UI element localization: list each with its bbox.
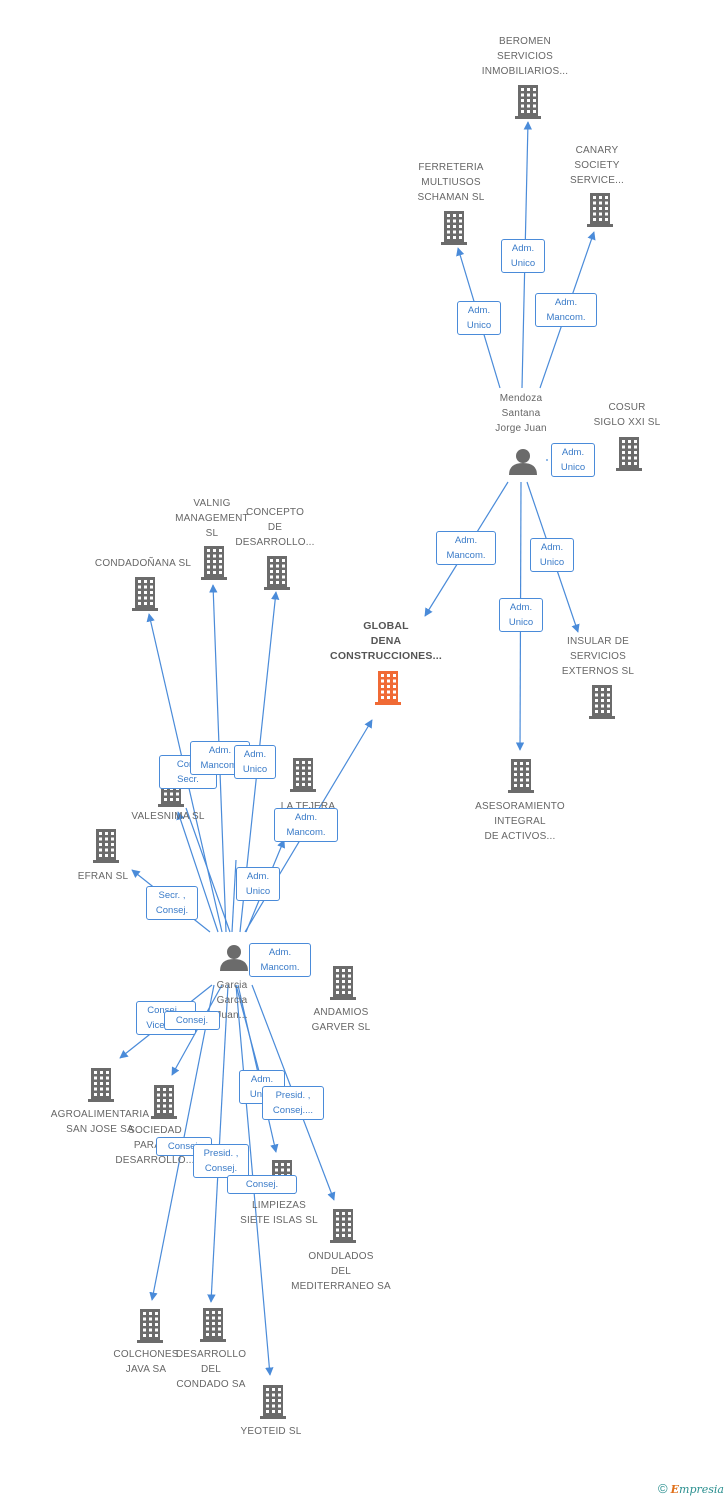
building-icon-beromen[interactable] (515, 85, 541, 119)
building-icon-ferreteria[interactable] (441, 211, 467, 245)
node-label-limpiezas[interactable]: LIMPIEZAS SIETE ISLAS SL (240, 1200, 318, 1226)
node-label-global[interactable]: GLOBAL DENA CONSTRUCCIONES... (330, 619, 442, 662)
role-badge-mendoza-asesoramiento[interactable]: Adm. Unico (499, 598, 543, 632)
copyright-symbol: © (658, 1481, 668, 1496)
building-icon-valnig[interactable] (201, 546, 227, 580)
role-badge-mendoza-insular[interactable]: Adm. Unico (530, 538, 574, 572)
role-badge-mendoza-cosur[interactable]: Adm. Unico (551, 443, 595, 477)
building-icon-agroalimentaria[interactable] (88, 1068, 114, 1102)
role-badge-garcia-efran[interactable]: Secr. , Consej. (146, 886, 198, 920)
icon-layer (88, 85, 642, 1419)
role-badge-mendoza-beromen[interactable]: Adm. Unico (501, 239, 545, 273)
role-badge-garcia-global[interactable]: Adm. Mancom. (274, 808, 338, 842)
node-label-valesnima[interactable]: VALESNIMA SL (131, 810, 205, 822)
node-label-desarrollo[interactable]: DESARROLLO DEL CONDADO SA (175, 1348, 247, 1390)
node-label-garcia[interactable]: Garcia Garcia Juan... (216, 979, 248, 1021)
edge-garcia-sociedad (171, 984, 223, 1076)
node-label-andamios[interactable]: ANDAMIOS GARVER SL (311, 1007, 371, 1033)
edge-garcia-valesnima (176, 811, 219, 933)
empresia-credit[interactable]: ©Empresia (658, 1481, 724, 1496)
building-icon-yeoteid[interactable] (260, 1385, 286, 1419)
building-icon-concepto[interactable] (264, 556, 290, 590)
building-icon-canary[interactable] (587, 193, 613, 227)
brand-name: mpresia (679, 1483, 724, 1496)
node-label-mendoza[interactable]: Mendoza Santana Jorge Juan (495, 392, 547, 434)
role-badge-garcia-concepto[interactable]: Adm. Unico (234, 745, 276, 779)
node-label-valnig[interactable]: VALNIG MANAGEMENT SL (175, 497, 249, 539)
person-icon-garcia[interactable] (220, 945, 248, 971)
building-icon-cosur[interactable] (616, 437, 642, 471)
node-label-ondulados[interactable]: ONDULADOS DEL MEDITERRANEO SA (291, 1250, 391, 1292)
building-icon-sociedad[interactable] (151, 1085, 177, 1119)
person-icon-mendoza[interactable] (509, 449, 537, 475)
role-badge-mendoza-ferreteria[interactable]: Adm. Unico (457, 301, 501, 335)
node-label-canary[interactable]: CANARY SOCIETY SERVICE... (569, 144, 625, 186)
node-label-colchones[interactable]: COLCHONES JAVA SA (113, 1349, 179, 1375)
node-label-ferreteria[interactable]: FERRETERIA MULTIUSOS SCHAMAN SL (417, 161, 485, 203)
node-label-beromen[interactable]: BEROMEN SERVICIOS INMOBILIARIOS... (481, 35, 569, 77)
role-badge-garcia-latejera[interactable]: Adm. Unico (236, 867, 280, 901)
node-label-cosur[interactable]: COSUR SIGLO XXI SL (593, 402, 661, 428)
node-label-insular[interactable]: INSULAR DE SERVICIOS EXTERNOS SL (561, 635, 635, 677)
edge-garcia-desarrollo (207, 984, 229, 1303)
node-label-efran[interactable]: EFRAN SL (77, 870, 129, 882)
building-icon-andamios[interactable] (330, 966, 356, 1000)
node-label-asesoramiento[interactable]: ASESORAMIENTO INTEGRAL DE ACTIVOS... (475, 800, 565, 842)
role-badge-garcia-andamios[interactable]: Adm. Mancom. (249, 943, 311, 977)
edge-garcia-concepto-helper (231, 859, 237, 933)
building-icon-insular[interactable] (589, 685, 615, 719)
role-badge-garcia-desarrollo[interactable]: Presid. , Consej. (193, 1144, 249, 1178)
role-badge-garcia-yeoteid[interactable]: Consej. (227, 1175, 297, 1194)
building-icon-ondulados[interactable] (330, 1209, 356, 1243)
building-icon-asesoramiento[interactable] (508, 759, 534, 793)
role-badge-garcia-sociedad[interactable]: Consej. (164, 1011, 220, 1030)
role-badge-mendoza-canary[interactable]: Adm. Mancom. (535, 293, 597, 327)
building-icon-efran[interactable] (93, 829, 119, 863)
building-icon-colchones[interactable] (137, 1309, 163, 1343)
node-label-concepto[interactable]: CONCEPTO DE DESARROLLO... (235, 506, 315, 548)
building-icon-condadonana[interactable] (132, 577, 158, 611)
building-icon-latejera[interactable] (290, 758, 316, 792)
brand-initial: E (670, 1483, 680, 1496)
building-icon-desarrollo[interactable] (200, 1308, 226, 1342)
edge-garcia-limpiezas (237, 984, 279, 1153)
building-icon-global[interactable] (375, 671, 401, 705)
role-badge-garcia-ondulados[interactable]: Presid. , Consej.... (262, 1086, 324, 1120)
node-label-agroalimentaria[interactable]: AGROALIMENTARIA SAN JOSE SA (50, 1109, 150, 1135)
role-badge-mendoza-global[interactable]: Adm. Mancom. (436, 531, 496, 565)
node-label-yeoteid[interactable]: YEOTEID SL (240, 1425, 302, 1437)
node-label-condadonana[interactable]: CONDADOÑANA SL (94, 557, 192, 569)
